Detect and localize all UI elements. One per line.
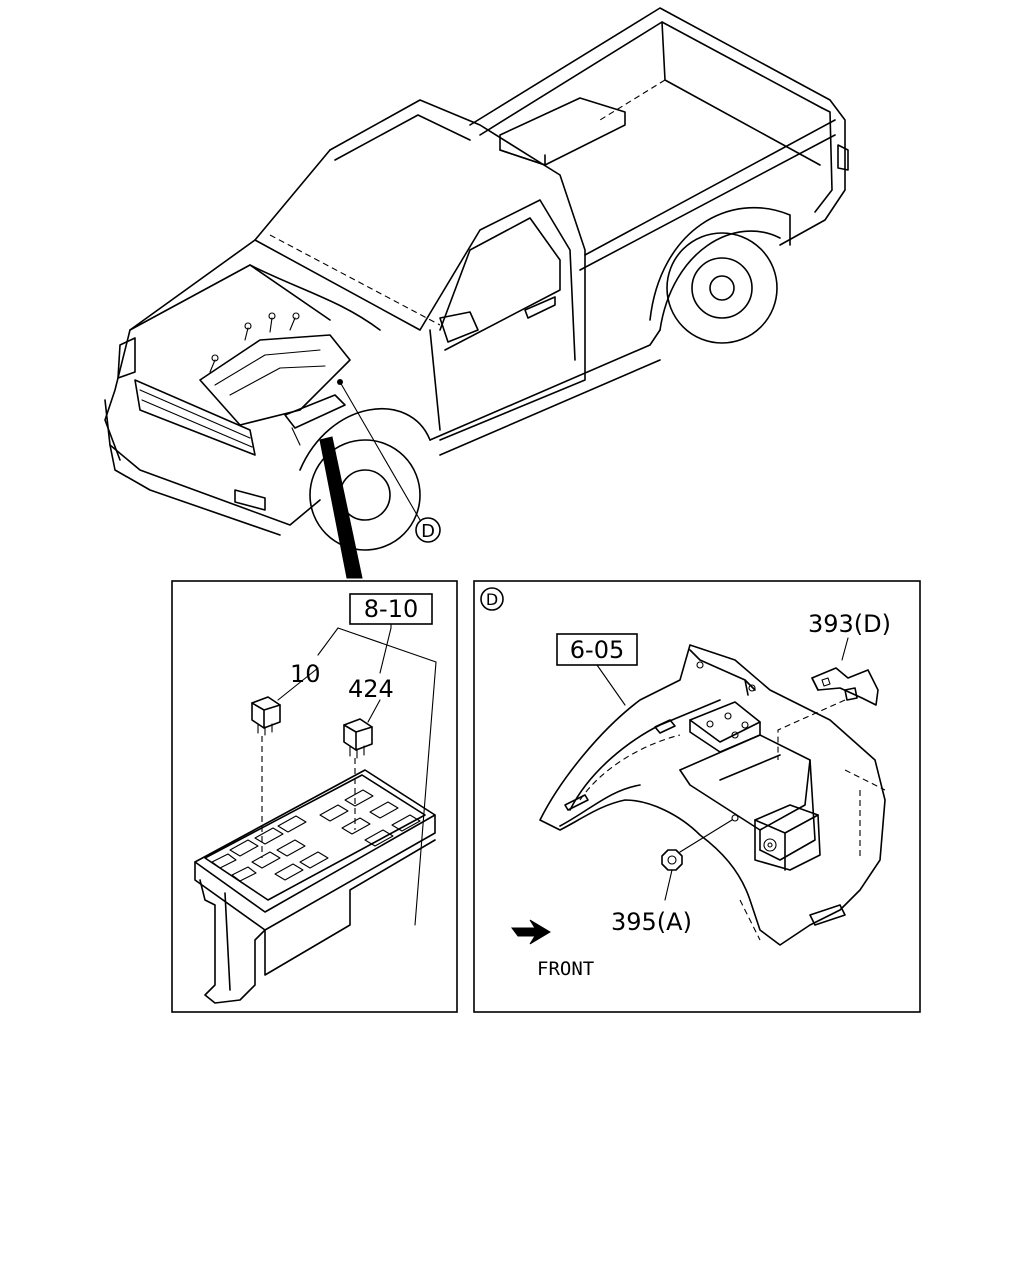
panel-d-marker-text: D bbox=[486, 590, 498, 609]
pickup-truck-illustration bbox=[104, 7, 849, 579]
relay-10 bbox=[251, 667, 319, 736]
detail-pointer-arrow bbox=[319, 436, 363, 579]
inner-fender-apron bbox=[539, 644, 886, 946]
relay-a-label: 10 bbox=[290, 660, 321, 688]
detail-d-panel: D 6-05 393(D) 395(A) bbox=[473, 580, 921, 1013]
fuse-relay-box bbox=[194, 769, 436, 1004]
panel-d-marker bbox=[480, 587, 504, 611]
bolt-ref-label: 393(D) bbox=[808, 610, 891, 638]
relay-b-label: 424 bbox=[348, 675, 394, 703]
relay-424 bbox=[343, 699, 381, 759]
front-label: FRONT bbox=[537, 958, 594, 980]
nut-395a bbox=[661, 814, 739, 871]
front-arrow bbox=[511, 919, 551, 945]
relay-group-ref-box bbox=[349, 593, 433, 625]
relay-group-ref: 8-10 bbox=[364, 595, 418, 623]
relay-box-panel: 8-10 10 424 bbox=[171, 580, 458, 1013]
fender-ref: 6-05 bbox=[570, 636, 624, 664]
bolt-393d bbox=[777, 667, 879, 760]
detail-d-marker-text: D bbox=[421, 521, 435, 542]
detail-d-marker: D bbox=[415, 517, 441, 543]
nut-ref-label: 395(A) bbox=[611, 908, 692, 936]
